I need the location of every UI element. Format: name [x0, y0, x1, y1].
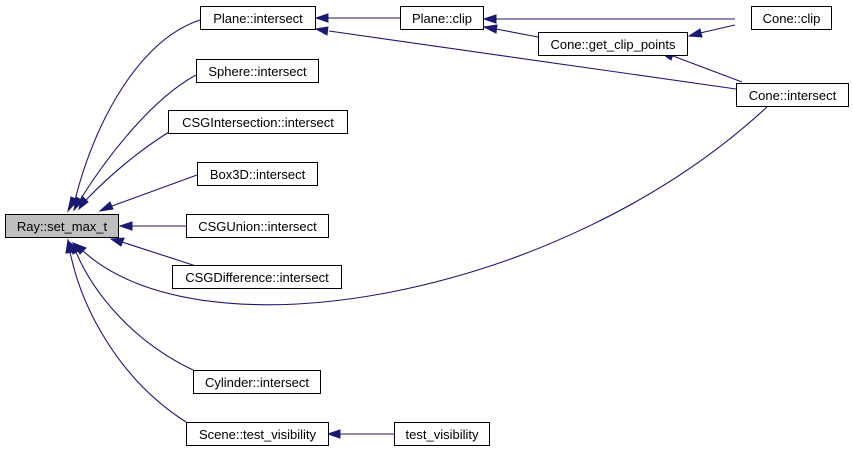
arrowhead [118, 221, 133, 231]
edge-cone-intersect-to-plane-intersect [328, 30, 737, 90]
node-test-visibility[interactable]: test_visibility [394, 422, 490, 446]
edge-cone-clip-to-cone-get-clip-points [699, 24, 736, 34]
node-csgintersection-intersect[interactable]: CSGIntersection::intersect [168, 110, 348, 134]
arrowhead [78, 195, 89, 211]
arrowhead [98, 201, 114, 212]
node-csgunion-intersect[interactable]: CSGUnion::intersect [186, 214, 329, 238]
arrowhead [314, 13, 329, 23]
node-plane-intersect[interactable]: Plane::intersect [200, 6, 316, 30]
arrowhead [65, 238, 75, 254]
node-sphere-intersect[interactable]: Sphere::intersect [196, 59, 319, 83]
arrowhead [326, 429, 341, 439]
edge-cone-intersect-to-cone-get-clip-points [672, 55, 743, 83]
arrowhead [482, 14, 497, 24]
node-cylinder-intersect[interactable]: Cylinder::intersect [193, 370, 321, 394]
edge-cone-get-clip-points-to-plane-clip [495, 28, 539, 38]
arrowhead [687, 28, 703, 38]
node-box3d-intersect[interactable]: Box3D::intersect [197, 162, 318, 186]
edge-sphere-intersect-to-ray [79, 74, 197, 201]
node-cone-get-clip-points[interactable]: Cone::get_clip_points [538, 32, 688, 56]
arrowhead [482, 24, 498, 34]
edge-cylinder-to-ray [75, 251, 194, 371]
arrowhead [109, 237, 125, 247]
edge-scene-test-visibility-to-ray [69, 251, 187, 423]
node-csgdifference-intersect[interactable]: CSGDifference::intersect [172, 265, 342, 289]
edge-csgintersection-to-ray [85, 129, 173, 201]
edge-plane-intersect-to-ray [74, 19, 201, 201]
node-scene-test-visibility[interactable]: Scene::test_visibility [186, 422, 329, 446]
node-ray-set-max-t: Ray::set_max_t [5, 214, 119, 238]
node-cone-intersect[interactable]: Cone::intersect [736, 83, 849, 107]
node-cone-clip[interactable]: Cone::clip [751, 6, 832, 30]
node-plane-clip[interactable]: Plane::clip [400, 6, 484, 30]
edge-csgdifference-to-ray [121, 241, 197, 267]
arrowhead [314, 26, 329, 36]
edge-box3d-to-ray [111, 174, 198, 207]
edge-cone-intersect-to-ray [81, 105, 769, 306]
